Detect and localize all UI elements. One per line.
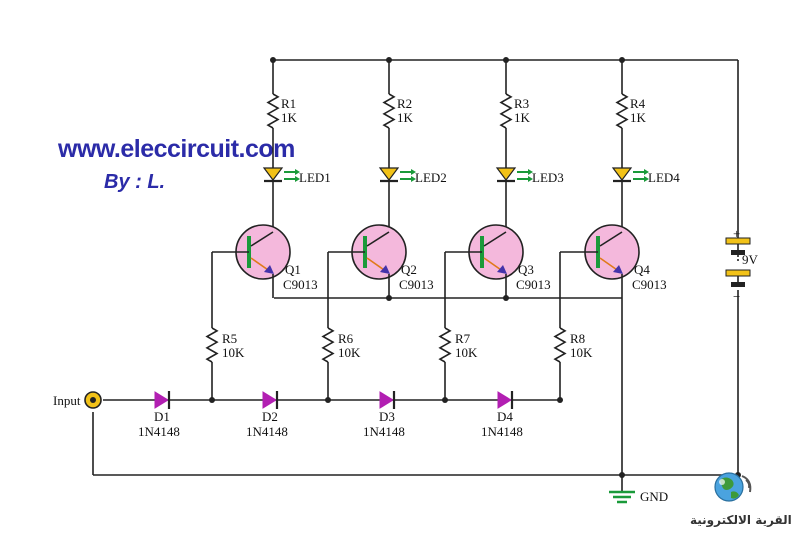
collector-resistor bbox=[382, 93, 396, 129]
led-4 bbox=[611, 167, 649, 183]
base-resistor-ref: R7 bbox=[455, 331, 471, 346]
diode-4 bbox=[497, 391, 514, 409]
ground-symbol bbox=[609, 490, 635, 504]
transistor-part: C9013 bbox=[283, 277, 318, 292]
diode-part: 1N4148 bbox=[246, 424, 288, 439]
collector-resistor-value: 1K bbox=[281, 110, 298, 125]
led-label: LED2 bbox=[415, 170, 447, 185]
collector-resistor bbox=[499, 93, 513, 129]
battery-value-label: 9V bbox=[742, 252, 759, 267]
base-resistor-ref: R6 bbox=[338, 331, 354, 346]
diode-2 bbox=[262, 391, 279, 409]
input-connector[interactable] bbox=[84, 391, 102, 409]
collector-resistor-value: 1K bbox=[514, 110, 531, 125]
base-resistor bbox=[205, 327, 219, 363]
diode-part: 1N4148 bbox=[363, 424, 405, 439]
globe-logo bbox=[714, 472, 752, 502]
collector-resistor-ref: R1 bbox=[281, 96, 296, 111]
base-resistor-ref: R8 bbox=[570, 331, 585, 346]
base-resistor-value: 10K bbox=[338, 345, 361, 360]
led-label: LED3 bbox=[532, 170, 564, 185]
collector-resistor-ref: R4 bbox=[630, 96, 646, 111]
collector-resistor bbox=[266, 93, 280, 129]
diode-3 bbox=[379, 391, 396, 409]
transistor-ref: Q1 bbox=[285, 262, 301, 277]
battery-9v bbox=[725, 237, 751, 287]
junction-dot bbox=[557, 397, 563, 403]
diode-1 bbox=[154, 391, 171, 409]
diode-ref: D2 bbox=[262, 409, 278, 424]
diode-ref: D3 bbox=[379, 409, 395, 424]
base-resistor bbox=[438, 327, 452, 363]
base-resistor-value: 10K bbox=[455, 345, 478, 360]
led-label: LED4 bbox=[648, 170, 680, 185]
transistor-part: C9013 bbox=[399, 277, 434, 292]
battery-plus-label: + bbox=[733, 226, 740, 241]
led-1 bbox=[262, 167, 300, 183]
junction-dot bbox=[503, 295, 509, 301]
base-resistor-ref: R5 bbox=[222, 331, 237, 346]
diode-part: 1N4148 bbox=[481, 424, 523, 439]
collector-resistor bbox=[615, 93, 629, 129]
collector-resistor-ref: R3 bbox=[514, 96, 529, 111]
diode-part: 1N4148 bbox=[138, 424, 180, 439]
transistor-ref: Q3 bbox=[518, 262, 534, 277]
logo-text: القرية الالكترونية bbox=[690, 513, 792, 528]
junction-dot bbox=[619, 472, 625, 478]
base-resistor bbox=[553, 327, 567, 363]
brand-url[interactable]: www.eleccircuit.com bbox=[57, 135, 295, 163]
led-2 bbox=[378, 167, 416, 183]
junction-dot bbox=[209, 397, 215, 403]
brand-author: By : L. bbox=[104, 171, 165, 193]
junction-dot bbox=[386, 295, 392, 301]
transistor-part: C9013 bbox=[632, 277, 667, 292]
collector-resistor-value: 1K bbox=[630, 110, 647, 125]
ground-label: GND bbox=[640, 489, 668, 504]
base-resistor-value: 10K bbox=[570, 345, 593, 360]
collector-resistor-ref: R2 bbox=[397, 96, 412, 111]
base-resistor-value: 10K bbox=[222, 345, 245, 360]
led-3 bbox=[495, 167, 533, 183]
diode-ref: D1 bbox=[154, 409, 170, 424]
transistor-part: C9013 bbox=[516, 277, 551, 292]
battery-minus-label: − bbox=[733, 289, 740, 304]
diode-ref: D4 bbox=[497, 409, 513, 424]
transistor-ref: Q4 bbox=[634, 262, 650, 277]
junction-dot bbox=[325, 397, 331, 403]
led-label: LED1 bbox=[299, 170, 331, 185]
junction-dot bbox=[442, 397, 448, 403]
transistor-ref: Q2 bbox=[401, 262, 417, 277]
driver-stages: R11KLED1Q1C9013R510KD11N4148R21KLED2Q2C9… bbox=[138, 57, 741, 478]
input-label: Input bbox=[53, 393, 81, 408]
base-resistor bbox=[321, 327, 335, 363]
transistor-1 bbox=[235, 224, 291, 280]
collector-resistor-value: 1K bbox=[397, 110, 414, 125]
